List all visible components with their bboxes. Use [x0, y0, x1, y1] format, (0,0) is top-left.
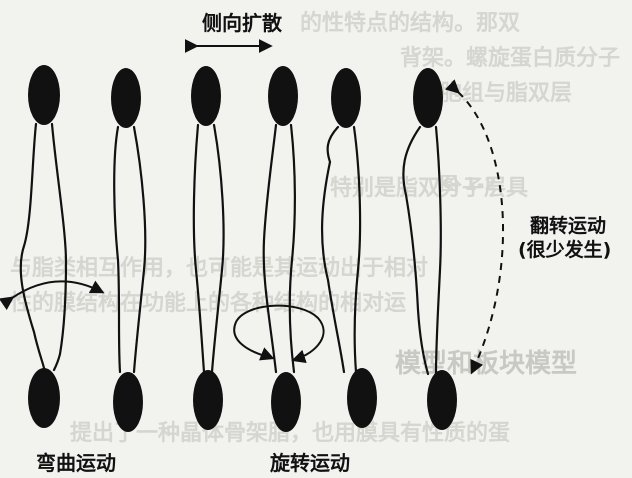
lipid-molecule-4 [264, 66, 301, 432]
flip-flop-arrow [458, 92, 503, 372]
svg-text:性的膜结构在功能上的各种结构的相对运: 性的膜结构在功能上的各种结构的相对运 [10, 290, 406, 316]
lipid-head [268, 66, 298, 126]
bending-label: 弯曲运动 [36, 451, 116, 475]
lipid-head [413, 68, 443, 128]
lipid-molecule-2 [111, 68, 145, 432]
lipid-molecule-3 [191, 66, 224, 430]
lipid-head [111, 68, 141, 128]
lateral-diffusion-label: 侧向扩散 [202, 11, 283, 35]
lipid-molecule-1 [21, 65, 66, 428]
lipid-molecule-5 [322, 68, 377, 428]
rotation-label: 旋转运动 [269, 451, 350, 475]
background-caption: 图 1-2 [440, 174, 497, 195]
flip-flop-label: 翻转运动 [530, 214, 606, 237]
svg-text:背架。螺旋蛋白质分子: 背架。螺旋蛋白质分子 [400, 45, 620, 71]
svg-text:的性特点的结构。那双: 的性特点的结构。那双 [300, 10, 520, 36]
lipid-head [191, 66, 221, 126]
svg-text:与脂类相互作用，也可能是其运动出于相对: 与脂类相互作用，也可能是其运动出于相对 [10, 255, 428, 281]
lipid-head [113, 372, 143, 432]
flip-flop-note: (很少发生) [518, 238, 611, 261]
background-bleed-text: 的性特点的结构。那双 背架。螺旋蛋白质分子 胞组与脂双层 特别是脂双分子层具 与… [10, 10, 620, 446]
lipid-head [28, 65, 60, 125]
lipid-head [427, 370, 457, 430]
lipid-head [193, 370, 223, 430]
lipid-head [347, 368, 377, 428]
lipid-head [28, 368, 60, 428]
lipid-head [271, 372, 301, 432]
lipid-head [331, 68, 361, 128]
